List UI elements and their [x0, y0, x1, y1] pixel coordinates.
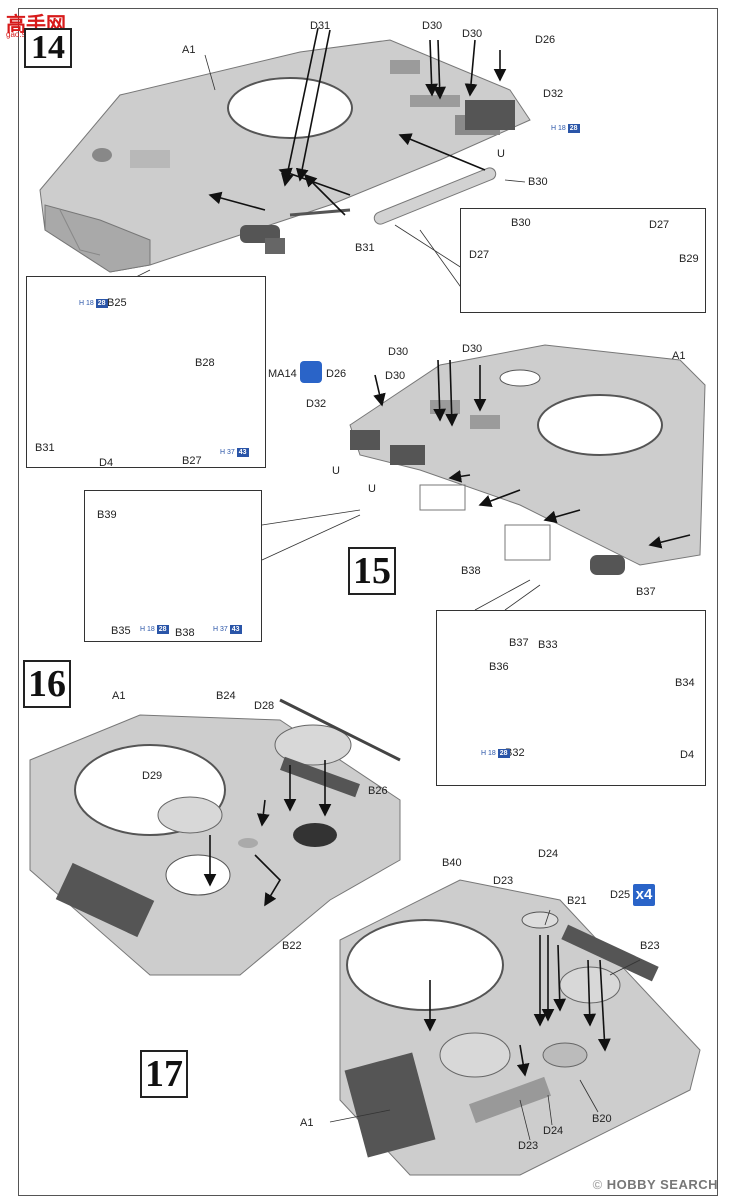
step-number-17: 17 [140, 1050, 188, 1098]
step16-hull [29, 698, 401, 976]
label-b38: B38 [175, 627, 195, 639]
label-b35: B35 [111, 625, 131, 637]
label-d24: D24 [538, 848, 559, 860]
label-d30: D30 [422, 20, 443, 32]
paint-ref-badge: H 37 43 [213, 625, 242, 634]
step17-arrows [423, 935, 611, 1077]
label-b23: B23 [640, 940, 660, 952]
step16-arrows [203, 760, 332, 907]
label-b20: B20 [592, 1113, 612, 1125]
label-b37: B37 [509, 637, 529, 649]
step14-hull [39, 39, 531, 273]
quantity-badge: x4 [633, 884, 655, 906]
label-b37: B37 [636, 586, 656, 598]
label-d26: D26 [535, 34, 556, 46]
step-number-16: 16 [23, 660, 71, 708]
label-a1: A1 [112, 690, 126, 702]
label-b22: B22 [282, 940, 302, 952]
label-b21: B21 [567, 895, 587, 907]
label-b26: B26 [368, 785, 388, 797]
step15-parts [419, 484, 625, 575]
label-a1: A1 [672, 350, 686, 362]
step-number-14: 14 [24, 28, 72, 68]
label-b24: B24 [216, 690, 236, 702]
inset-b39: B39 B35 B38 H 18 28 H 37 43 [84, 490, 262, 642]
label-b27: B27 [182, 455, 202, 467]
label-ma14: MA14 [268, 368, 297, 380]
label-b30: B30 [528, 176, 548, 188]
label-d23: D23 [518, 1140, 539, 1152]
label-d30: D30 [385, 370, 406, 382]
inset-b30: B30 D27 D27 B29 [460, 208, 706, 313]
label-d25: D25 [610, 889, 631, 901]
ma-reference-icon [300, 361, 322, 383]
label-a1: A1 [182, 44, 196, 56]
paint-ref-badge: H 18 28 [551, 124, 580, 133]
label-d31: D31 [310, 20, 331, 32]
label-u: U [497, 148, 505, 160]
inset-b25: B25 B28 B31 D4 B27 H 18 28 H 37 43 [26, 276, 266, 469]
step17-hull [339, 879, 701, 1176]
page-frame [18, 8, 718, 1196]
label-b31: B31 [35, 442, 55, 454]
label-d29: D29 [142, 770, 163, 782]
label-b29: B29 [679, 253, 699, 265]
paint-ref-badge: H 18 28 [481, 749, 510, 758]
label-u: U [332, 465, 340, 477]
label-d26: D26 [326, 368, 347, 380]
label-b31: B31 [355, 242, 375, 254]
label-b39: B39 [97, 509, 117, 521]
label-b38: B38 [461, 565, 481, 577]
step17-leaders [329, 909, 641, 1141]
watermark: © HOBBY SEARCH [592, 1177, 718, 1192]
label-d32: D32 [543, 88, 564, 100]
label-b28: B28 [195, 357, 215, 369]
inset-b37: B37 B33 B36 B34 B32 D4 H 18 28 [436, 610, 706, 786]
label-b32: B32 [505, 747, 525, 759]
label-d30: D30 [388, 346, 409, 358]
label-d24: D24 [543, 1125, 564, 1137]
label-d4: D4 [99, 457, 114, 469]
label-d23: D23 [493, 875, 514, 887]
label-b34: B34 [675, 677, 695, 689]
label-d30: D30 [462, 28, 483, 40]
paint-ref-badge: H 37 43 [220, 448, 249, 457]
label-b25: B25 [107, 297, 127, 309]
step14-arrows [208, 27, 507, 216]
paint-ref-badge: H 18 28 [79, 299, 108, 308]
label-b40: B40 [442, 857, 462, 869]
step14-parts [240, 100, 515, 254]
label-d27: D27 [649, 219, 670, 231]
label-d27: D27 [469, 249, 490, 261]
label-b36: B36 [489, 661, 509, 673]
paint-ref-badge: H 18 28 [140, 625, 169, 634]
label-d30: D30 [462, 343, 483, 355]
label-d28: D28 [254, 700, 275, 712]
label-u: U [368, 483, 376, 495]
label-b33: B33 [538, 639, 558, 651]
label-a1: A1 [300, 1117, 314, 1129]
label-d4: D4 [680, 749, 695, 761]
step15-arrows [373, 359, 691, 549]
label-b30: B30 [511, 217, 531, 229]
step15-leaders [261, 509, 541, 611]
step-number-15: 15 [348, 547, 396, 595]
label-d32: D32 [306, 398, 327, 410]
